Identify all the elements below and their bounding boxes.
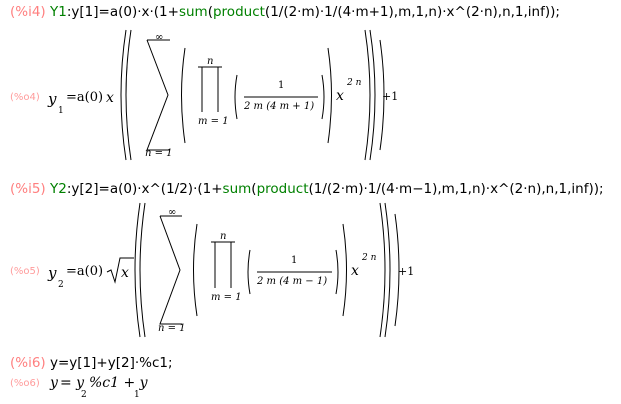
eq-prefix: =a(0) [66, 264, 104, 279]
frac-den: 2 m (4 m − 1) [257, 276, 328, 287]
sum-lower: n = 1 [158, 323, 186, 334]
code-token: (1/(2·m)·1/(4·m+1),m,1,n)·x^(2·n),n,1,in… [264, 4, 560, 20]
pow-exp: 2 n [347, 78, 362, 88]
lhs-var: y [48, 90, 57, 108]
frac-num: 1 [291, 255, 298, 266]
code-token: (1/(2·m)·1/(4·m−1),m,1,n)·x^(2·n),n,1,in… [308, 181, 604, 197]
code-token: product [212, 4, 265, 20]
eq-prefix: =a(0) [66, 90, 104, 105]
input-label: (%i4) [10, 4, 46, 20]
var-x: x [106, 90, 114, 106]
output-label: (%o4) [10, 92, 40, 103]
input-label: (%i5) [10, 181, 46, 197]
input-code[interactable]: Y2:y[2]=a(0)·x^(1/2)·(1+sum(product(1/(2… [50, 181, 604, 197]
frac-den: 2 m (4 m + 1) [244, 101, 315, 112]
prod-lower: m = 1 [198, 116, 229, 127]
code-token: ( [207, 4, 213, 20]
code-token: product [256, 181, 309, 197]
input-label: (%i6) [10, 355, 46, 371]
code-token: ( [251, 181, 257, 197]
lhs-var: y [48, 264, 57, 282]
code-token: y=y[1]+y[2]·%c1; [50, 355, 173, 371]
result-mid: %c1 + y [89, 375, 148, 391]
tail-plus-one: +1 [398, 265, 415, 278]
lhs-subscript: 2 [58, 280, 64, 290]
result-lhs: y [50, 375, 58, 391]
expression-brackets-1 [120, 29, 385, 161]
prod-upper: n [207, 56, 214, 67]
code-token: sum [222, 181, 252, 197]
input-code[interactable]: Y1:y[1]=a(0)·x·(1+sum(product(1/(2·m)·1/… [50, 4, 560, 20]
result-sub-b: 1 [134, 390, 140, 400]
frac-num: 1 [278, 80, 285, 91]
input-line-3[interactable]: (%i6) y=y[1]+y[2]·%c1; [10, 355, 173, 371]
result-sub-a: 2 [81, 390, 87, 400]
prod-lower: m = 1 [211, 292, 242, 303]
pow-exp: 2 n [362, 253, 377, 263]
var-x: x [121, 265, 129, 281]
output-label: (%o6) [10, 378, 40, 389]
code-token: sum [178, 4, 208, 20]
sum-upper: ∞ [155, 32, 164, 43]
code-token: :y[1]=a(0)·x·(1+ [66, 4, 179, 20]
expression-brackets-2 [106, 202, 400, 338]
code-token: Y2 [50, 181, 67, 197]
pow-base: x [351, 263, 359, 279]
input-line-2[interactable]: (%i5) Y2:y[2]=a(0)·x^(1/2)·(1+sum(produc… [10, 181, 604, 197]
lhs-subscript: 1 [58, 106, 64, 116]
output-label: (%o5) [10, 266, 40, 277]
input-line-1[interactable]: (%i4) Y1:y[1]=a(0)·x·(1+sum(product(1/(2… [10, 4, 560, 20]
prod-upper: n [220, 231, 227, 242]
code-token: :y[2]=a(0)·x^(1/2)·(1+ [66, 181, 223, 197]
pow-base: x [336, 88, 344, 104]
tail-plus-one: +1 [382, 90, 399, 103]
result-eq: = y [60, 375, 85, 391]
input-code[interactable]: y=y[1]+y[2]·%c1; [50, 355, 173, 371]
code-token: Y1 [50, 4, 67, 20]
sum-upper: ∞ [168, 207, 177, 218]
sum-lower: n = 1 [145, 148, 173, 159]
